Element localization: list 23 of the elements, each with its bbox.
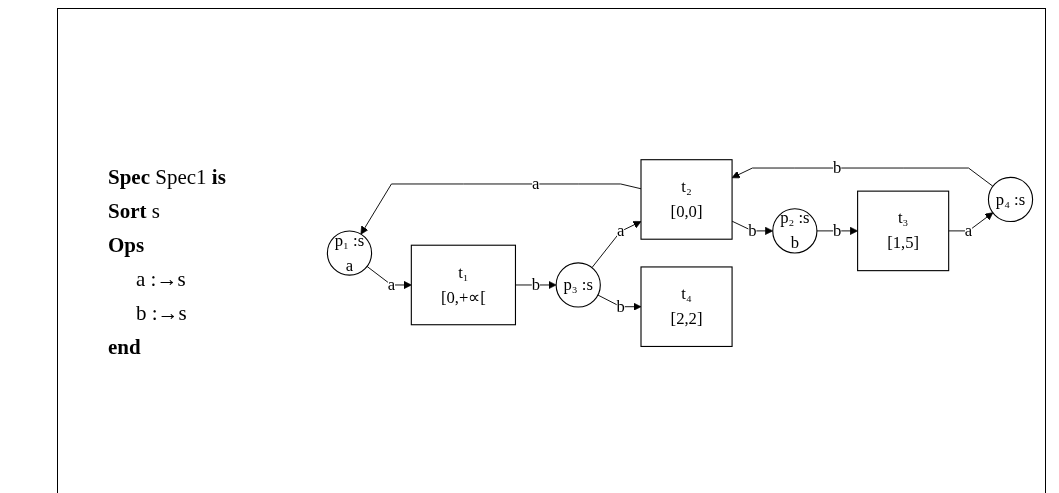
edge-label: b (833, 158, 842, 177)
specification-line: Sort s (108, 198, 160, 225)
node-box: t₁ [0,+∝[ (410, 244, 517, 326)
edge-label: a (964, 221, 973, 240)
specification-line: Ops (108, 232, 145, 259)
specification-line: end (108, 334, 141, 361)
node-circle: p₃ :s (555, 262, 601, 308)
edge-label: b (616, 297, 625, 316)
edge-label: a (387, 275, 396, 294)
node-box: t₃ [1,5] (857, 190, 950, 272)
specification-line: a :→s (136, 266, 186, 293)
node-circle: p₄ :s (987, 176, 1034, 223)
node-box: t₄ [2,2] (640, 266, 733, 347)
edge-label: b (833, 221, 842, 240)
specification-line: b :→s (136, 300, 187, 327)
edge-label: b (531, 275, 540, 294)
edge-label: a (616, 221, 625, 241)
edge-label: b (748, 221, 757, 240)
node-circle: p₁ :s a (326, 230, 373, 276)
node-box: t₂ [0,0] (640, 159, 733, 240)
node-circle: p₂ :s b (772, 208, 818, 254)
specification-line: Spec Spec1 is (108, 164, 226, 191)
edge-label: a (532, 174, 540, 193)
